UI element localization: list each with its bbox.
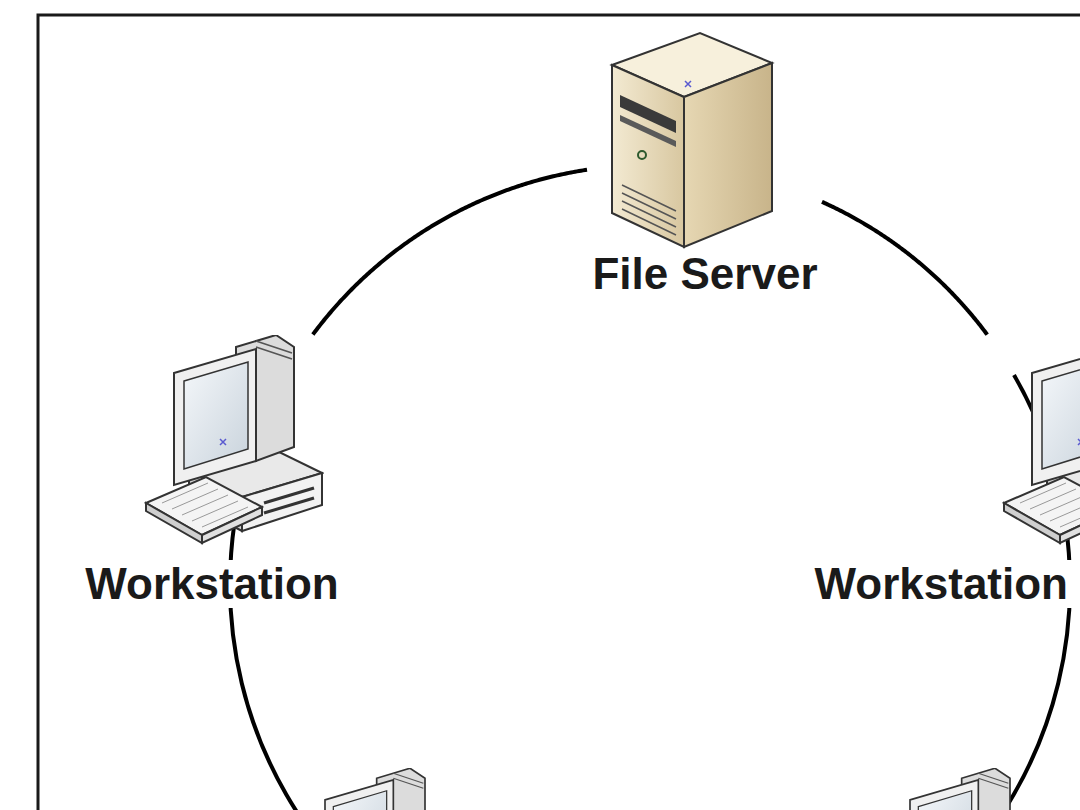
workstation-icon: [1002, 335, 1080, 560]
frame-border: [38, 15, 1080, 810]
device-label: File Server: [588, 250, 821, 298]
device-label: Workstation: [811, 560, 1072, 608]
ring-cable-segment: [822, 202, 987, 335]
server-icon: [600, 25, 780, 250]
ring-cable-segment: [313, 170, 587, 335]
workstation-icon: [302, 768, 449, 810]
network-device: Workstation: [81, 335, 342, 608]
network-device: File Server: [588, 25, 821, 298]
workstation-icon: [144, 335, 324, 560]
workstation-icon: [887, 768, 1034, 810]
device-label: Workstation: [81, 560, 342, 608]
network-device: Workstation: [811, 335, 1072, 608]
